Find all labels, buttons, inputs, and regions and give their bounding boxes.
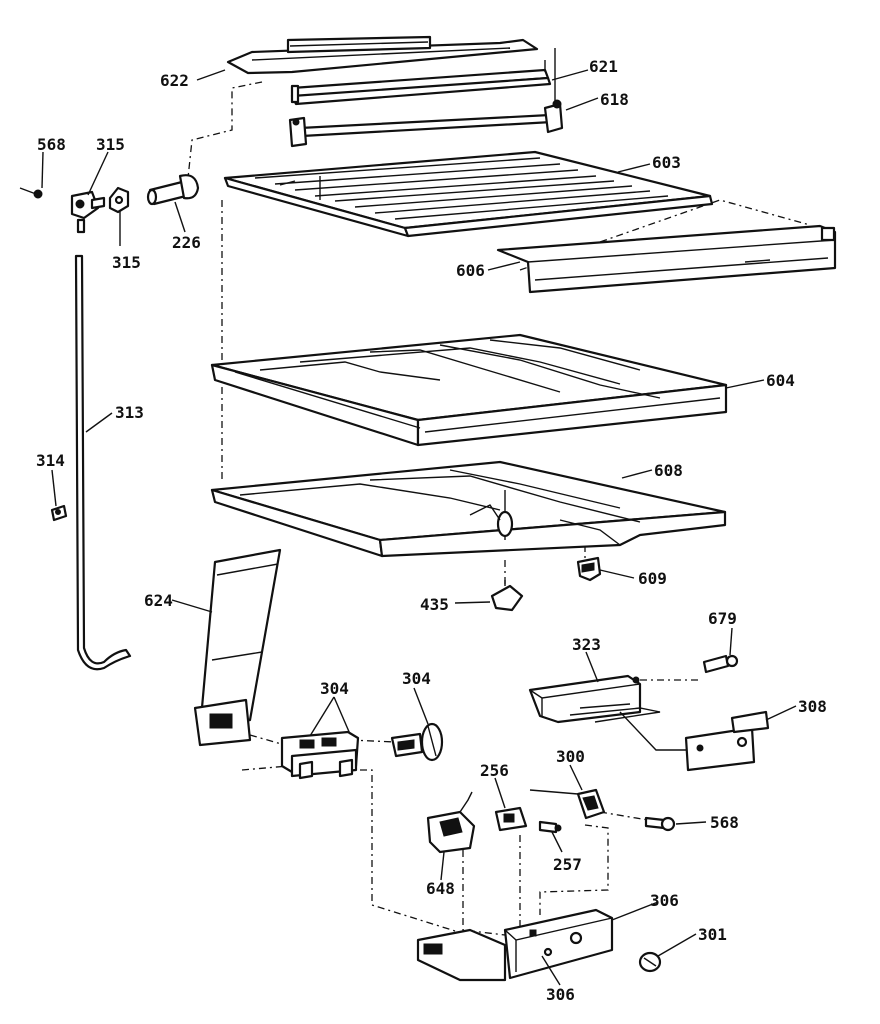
label-603: 603: [652, 153, 681, 172]
part-609-clip: [576, 556, 602, 582]
part-304-dial: [390, 722, 444, 762]
part-308-plate: [619, 710, 770, 772]
label-313: 313: [115, 403, 144, 422]
part-621-bar: [290, 60, 552, 106]
label-606: 606: [456, 261, 485, 280]
part-313-drain-tube: [74, 254, 132, 671]
label-315-top: 315: [96, 135, 125, 154]
label-624: 624: [144, 591, 173, 610]
part-323-bracket: [528, 674, 661, 724]
part-603-shelf: [223, 150, 714, 238]
label-315-bottom: 315: [112, 253, 141, 272]
leader-lines: [41, 69, 797, 986]
part-301-plug: [638, 951, 662, 973]
label-314: 314: [36, 451, 65, 470]
part-300-socket: [529, 788, 606, 820]
label-621: 621: [589, 57, 618, 76]
part-314-clip: [50, 504, 68, 522]
part-labels: 622 621 618 603 606 568 315 315 226 313 …: [36, 57, 827, 1004]
part-435-knob: [490, 580, 524, 612]
label-618: 618: [600, 90, 629, 109]
label-609: 609: [638, 569, 667, 588]
part-304-housing: [280, 730, 360, 780]
label-648: 648: [426, 879, 455, 898]
part-622-cover: [226, 35, 539, 75]
part-226-tube: [146, 174, 200, 206]
label-308: 308: [798, 697, 827, 716]
label-301: 301: [698, 925, 727, 944]
label-679: 679: [708, 609, 737, 628]
part-608-tray: [210, 460, 727, 558]
label-568-right: 568: [710, 813, 739, 832]
part-256-switch: [494, 806, 528, 832]
label-622: 622: [160, 71, 189, 90]
part-606-trim: [496, 224, 837, 294]
part-315-fitting: [70, 186, 130, 234]
label-568-top: 568: [37, 135, 66, 154]
label-304-right: 304: [402, 669, 431, 688]
part-306-bracket: [416, 908, 614, 982]
part-624-panel: [193, 548, 282, 747]
label-306-bottom: 306: [546, 985, 575, 1004]
label-226: 226: [172, 233, 201, 252]
part-618-rod: [288, 48, 564, 148]
label-306-right: 306: [650, 891, 679, 910]
label-604: 604: [766, 371, 795, 390]
part-568-screw-right: [644, 816, 676, 832]
label-300: 300: [556, 747, 585, 766]
part-568-screw-top: [19, 187, 43, 199]
label-323: 323: [572, 635, 601, 654]
label-608: 608: [654, 461, 683, 480]
label-435: 435: [420, 595, 449, 614]
label-257: 257: [553, 855, 582, 874]
part-679-screw: [702, 654, 739, 674]
label-256: 256: [480, 761, 509, 780]
part-257-screw: [538, 820, 562, 834]
label-304-left: 304: [320, 679, 349, 698]
part-648-relay: [426, 791, 476, 854]
part-604-shelf: [210, 333, 728, 447]
